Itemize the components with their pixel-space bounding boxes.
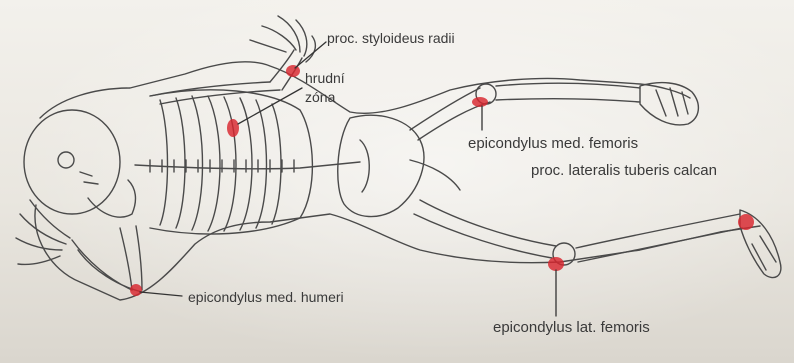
marker-styloideus-radii [286, 65, 300, 77]
body-outline [40, 62, 690, 118]
marker-lateralis-tuberis [738, 214, 754, 230]
marker-epicondylus-med-femoris [472, 97, 488, 107]
label-epicondylus-med-femoris: epicondylus med. femoris [468, 136, 638, 152]
tibia-upper [496, 83, 640, 102]
upper-arm [150, 82, 270, 96]
marker-epicondylus-med-humeri [130, 284, 142, 296]
upper-arm-lower [120, 228, 132, 290]
marker-epicondylus-lat-femoris [548, 257, 564, 271]
label-epicondylus-lat-femoris: epicondylus lat. femoris [493, 320, 650, 336]
label-styloideus-radii: proc. styloideus radii [327, 30, 455, 46]
label-epicondylus-med-humeri: epicondylus med. humeri [188, 289, 344, 305]
label-hrudni-zona: hrudní zóna [305, 69, 345, 107]
hand-left [16, 200, 70, 265]
tibia-lower [576, 214, 742, 262]
pelvis [338, 115, 424, 216]
spine [135, 162, 360, 169]
label-hrudni-line2: zóna [305, 88, 345, 107]
jaw [88, 180, 135, 217]
leader-epicondylus-med-humeri [140, 292, 182, 296]
label-hrudni-line1: hrudní [305, 69, 345, 88]
marker-hrudni-zona [227, 119, 239, 137]
skull [24, 110, 120, 214]
eye-socket [58, 152, 74, 168]
hand-top [250, 16, 315, 62]
label-lateralis-tuberis: proc. lateralis tuberis calcan [531, 163, 717, 179]
femur-lower [420, 200, 556, 246]
